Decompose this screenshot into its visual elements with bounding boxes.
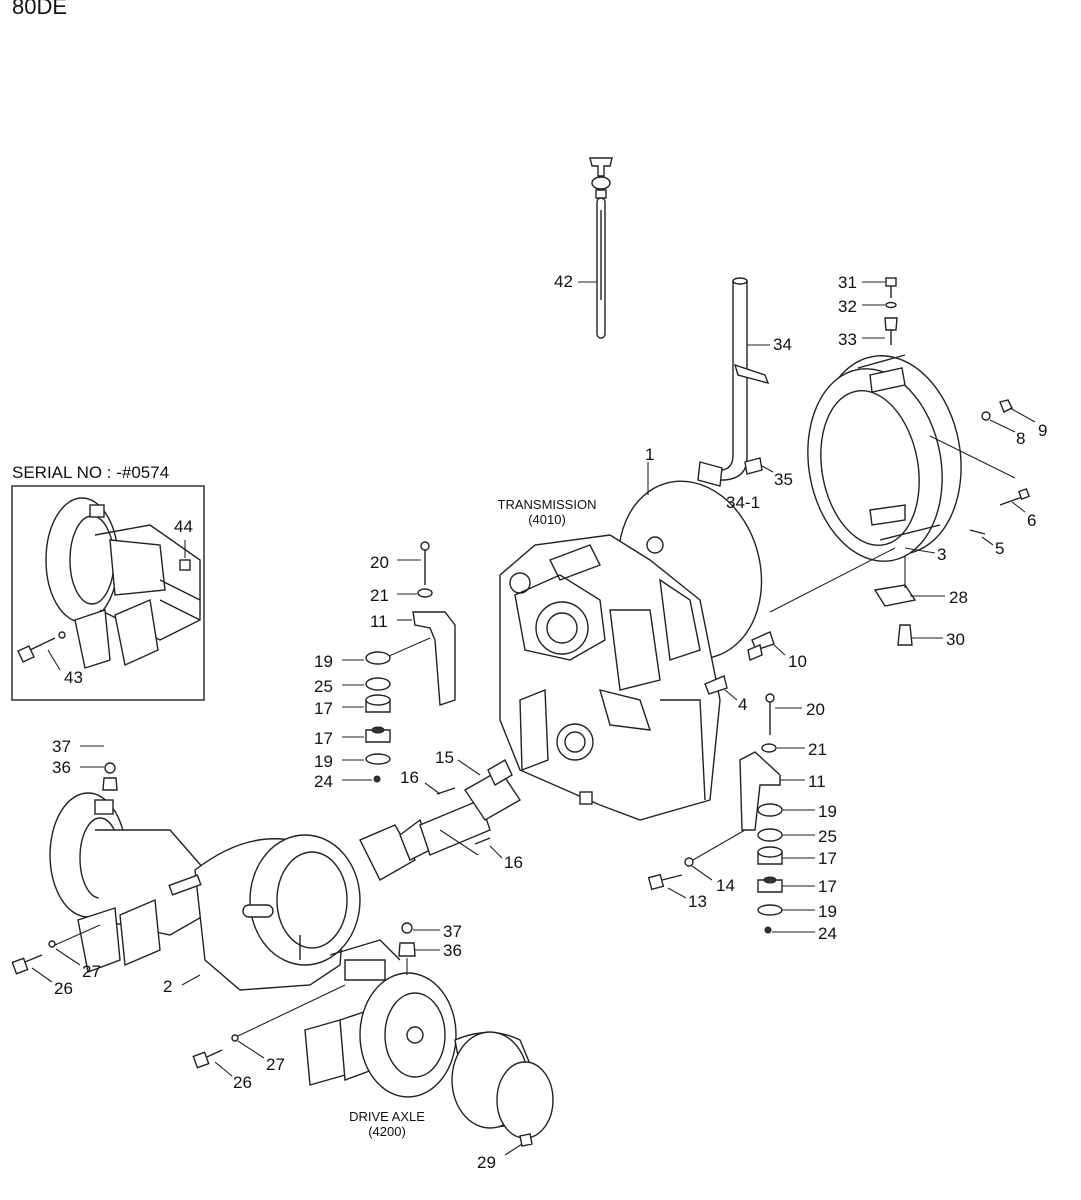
callout-label: 11 bbox=[808, 772, 826, 791]
callout-label: 28 bbox=[949, 588, 968, 607]
callout-label: 19 bbox=[314, 752, 333, 771]
callout-label: 17 bbox=[314, 699, 333, 718]
callout-label: 19 bbox=[818, 802, 837, 821]
part-1-transmission: TRANSMISSION (4010) bbox=[498, 462, 786, 821]
callout-label: 13 bbox=[688, 892, 707, 911]
callout-label: 43 bbox=[64, 668, 83, 687]
callout-label: 21 bbox=[808, 740, 827, 759]
callout-label: 33 bbox=[838, 330, 857, 349]
part-15-propeller-shaft bbox=[359, 759, 521, 881]
callout-label: 1 bbox=[645, 445, 654, 464]
callout-label: 24 bbox=[314, 772, 333, 791]
callout-label: 26 bbox=[233, 1073, 252, 1092]
callout-label: 16 bbox=[504, 853, 523, 872]
callout-label: 10 bbox=[788, 652, 807, 671]
callout-label: 27 bbox=[82, 962, 101, 981]
callout-label: 37 bbox=[443, 922, 462, 941]
part-3-bell-housing bbox=[769, 277, 1036, 646]
callout-label: 14 bbox=[716, 876, 735, 895]
transmission-caption-1: TRANSMISSION bbox=[498, 497, 597, 512]
part-42-dipstick bbox=[578, 157, 613, 339]
callout-label: 17 bbox=[818, 849, 837, 868]
callout-label: 17 bbox=[314, 729, 333, 748]
part-44-nut bbox=[179, 540, 191, 571]
model-code: 80DE bbox=[12, 0, 67, 19]
part-2-drive-axle: DRIVE AXLE (4200) bbox=[11, 745, 554, 1156]
callout-label: 29 bbox=[477, 1153, 496, 1172]
drive-axle-caption-1: DRIVE AXLE bbox=[349, 1109, 425, 1124]
callout-label: 36 bbox=[443, 941, 462, 960]
serial-inset: SERIAL NO : -#0574 bbox=[11, 463, 205, 701]
transmission-caption-2: (4010) bbox=[528, 512, 566, 527]
callout-label: 34 bbox=[773, 335, 792, 354]
drive-axle-caption-2: (4200) bbox=[368, 1124, 406, 1139]
right-mount-stack bbox=[647, 693, 815, 934]
callout-label: 15 bbox=[435, 748, 454, 767]
left-mount-stack bbox=[342, 541, 456, 783]
callout-label: 4 bbox=[738, 695, 747, 714]
part-43-bolt bbox=[17, 631, 66, 671]
callout-label: 32 bbox=[838, 297, 857, 316]
callout-label: 20 bbox=[806, 700, 825, 719]
callout-label: 19 bbox=[314, 652, 333, 671]
callout-label: 3 bbox=[937, 545, 946, 564]
callout-label: 42 bbox=[554, 272, 573, 291]
callout-label: 24 bbox=[818, 924, 837, 943]
serial-label: SERIAL NO : -#0574 bbox=[12, 463, 169, 482]
callout-label: 20 bbox=[370, 553, 389, 572]
callout-label: 26 bbox=[54, 979, 73, 998]
callout-label: 35 bbox=[774, 470, 793, 489]
callout-label: 11 bbox=[370, 612, 388, 631]
callout-label: 19 bbox=[818, 902, 837, 921]
callout-label: 16 bbox=[400, 768, 419, 787]
callout-label: 21 bbox=[370, 586, 389, 605]
callout-label: 25 bbox=[818, 827, 837, 846]
callout-label: 34-1 bbox=[726, 493, 760, 512]
callout-label: 9 bbox=[1038, 421, 1047, 440]
callout-label: 27 bbox=[266, 1055, 285, 1074]
callout-label: 6 bbox=[1027, 511, 1036, 530]
callout-label: 44 bbox=[174, 517, 193, 536]
part-34-pipe bbox=[693, 277, 774, 501]
callout-label: 25 bbox=[314, 677, 333, 696]
callout-label: 31 bbox=[838, 273, 857, 292]
callout-label: 17 bbox=[818, 877, 837, 896]
callout-label: 2 bbox=[163, 977, 172, 996]
callout-label: 5 bbox=[995, 539, 1004, 558]
callout-label: 30 bbox=[946, 630, 965, 649]
callout-labels: 42 34 31 32 33 9 8 1 35 34-1 6 5 3 28 30… bbox=[52, 272, 1047, 1172]
callout-label: 37 bbox=[52, 737, 71, 756]
callout-label: 36 bbox=[52, 758, 71, 777]
callout-label: 8 bbox=[1016, 429, 1025, 448]
